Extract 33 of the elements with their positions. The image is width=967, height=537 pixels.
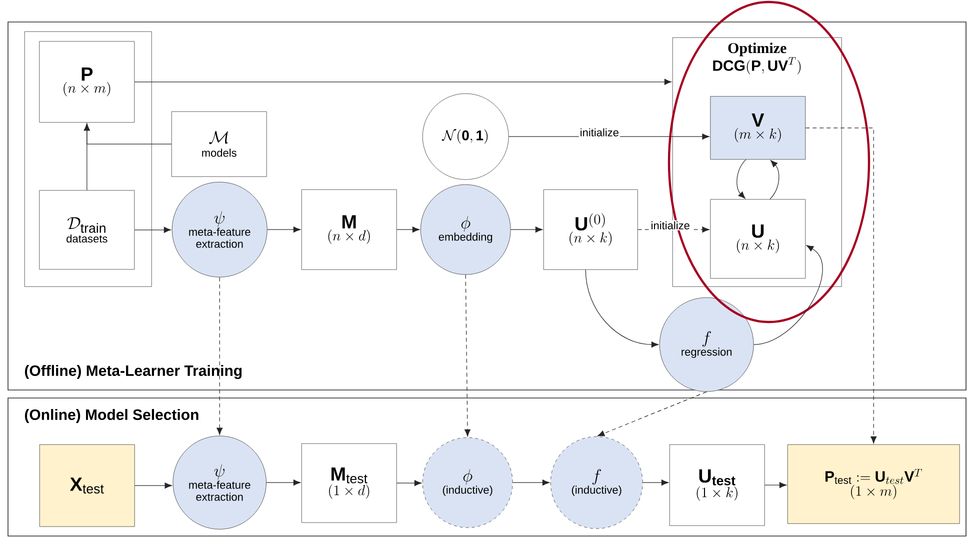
- edge-label: initialize: [580, 128, 618, 136]
- process-box: $\mathbf{U}_{\mathbf{test}}$ $(1 \times k)$: [669, 444, 765, 526]
- process-box: $\mathbf{X}_{\mathrm{test}}$: [39, 444, 135, 527]
- process-box: $\mathbf{M}$ $(n \times d)$: [301, 189, 397, 270]
- process-box: $\mathbf{U}$ $(n \times k)$: [710, 199, 806, 279]
- arrow: [585, 269, 659, 348]
- arrow: [396, 480, 422, 486]
- arrow: [805, 128, 877, 444]
- process-box: $\mathcal{D}_{\mathrm{train}}$ datasets: [39, 190, 135, 270]
- arrow: [512, 480, 550, 486]
- arrow: [134, 482, 172, 489]
- arrow: [134, 226, 172, 233]
- arrow: [770, 160, 780, 200]
- process-box: $\mathbf{M}_{\mathrm{test}}$ $(1 \times d)$: [301, 443, 397, 523]
- arrow: [216, 277, 223, 435]
- arrow: [597, 391, 707, 436]
- arrow: [267, 226, 301, 233]
- process-box: $\mathbf{V}$ $(m \times k)$: [710, 96, 806, 160]
- arrow: [764, 482, 787, 488]
- arrow: [464, 274, 471, 437]
- arrow: [266, 480, 301, 486]
- arrow: [510, 226, 543, 233]
- arrow: [134, 78, 672, 85]
- process-box: $\mathbf{P}_{\mathrm{test}} := \mathbf{U}_{test}\mathbf{V}^{T}$ $(1 \times m)$: [787, 444, 960, 524]
- process-box: $\mathbf{P}$ $(n \times m)$: [39, 41, 135, 123]
- arrow: [736, 159, 746, 199]
- arrow: [642, 480, 669, 486]
- arrow: [84, 123, 172, 144]
- process-box: $\mathcal{M}$ models: [171, 111, 267, 177]
- arrow: [396, 226, 420, 233]
- process-box: $\mathbf{U}^{(0)}$ $(n \times k)$: [543, 189, 638, 270]
- arrow: [754, 245, 823, 345]
- edge-label: initialize: [652, 221, 690, 230]
